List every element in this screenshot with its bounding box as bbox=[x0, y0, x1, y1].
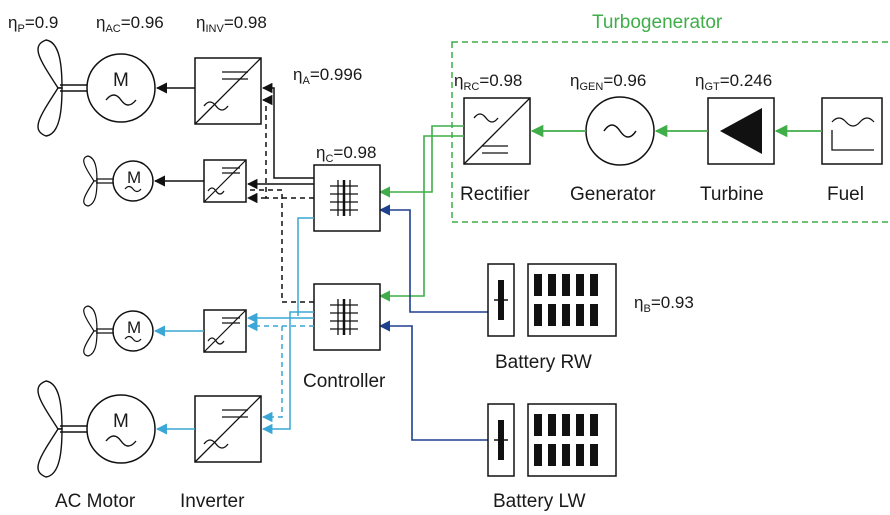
controller-2-block bbox=[313, 283, 381, 351]
svg-text:ηGEN=0.96: ηGEN=0.96 bbox=[570, 71, 646, 93]
controller1-cross-blue-line bbox=[297, 217, 314, 316]
ac-motor-label: AC Motor bbox=[55, 491, 136, 512]
controller2-cross-black-dashed bbox=[248, 189, 314, 303]
eta-cable-label: ηA=0.996 bbox=[293, 65, 362, 87]
eta-turbine-label: ηGT=0.246 bbox=[695, 71, 772, 93]
propeller-2 bbox=[83, 155, 113, 207]
controller2-to-inverter4-line bbox=[261, 311, 314, 435]
battery-rw-block bbox=[487, 263, 617, 337]
svg-text:ηP=0.9: ηP=0.9 bbox=[8, 13, 58, 35]
motor-4 bbox=[86, 394, 156, 464]
propeller-1 bbox=[37, 39, 87, 137]
svg-text:ηGT=0.246: ηGT=0.246 bbox=[695, 71, 772, 93]
svg-text:ηAC=0.96: ηAC=0.96 bbox=[96, 13, 164, 35]
svg-text:ηA=0.996: ηA=0.996 bbox=[293, 65, 362, 87]
rectifier-to-controller2-line bbox=[378, 135, 464, 302]
controller2-to-inverter4-dashed bbox=[261, 326, 283, 423]
fuel-block bbox=[821, 97, 883, 165]
motor-2 bbox=[112, 160, 154, 202]
turbine-label: Turbine bbox=[700, 184, 764, 205]
inverter-2-block bbox=[203, 159, 247, 203]
rectifier-label: Rectifier bbox=[460, 184, 530, 205]
inverter-4-block bbox=[194, 395, 262, 463]
eta-propeller-label: ηP=0.9 bbox=[8, 13, 58, 35]
motor-1 bbox=[86, 53, 156, 123]
battery-lw-to-controller2-line bbox=[378, 320, 488, 441]
propeller-3 bbox=[83, 305, 113, 357]
battery-lw-block bbox=[487, 403, 617, 477]
rectifier-to-controller1-line bbox=[378, 125, 464, 198]
turbogenerator-enclosure bbox=[451, 41, 890, 223]
motor-3 bbox=[112, 310, 154, 352]
controller1-to-inverters-dashed bbox=[261, 94, 314, 199]
battery-rw-to-controller1-line bbox=[378, 204, 488, 313]
motor-3-symbol: M bbox=[127, 318, 141, 337]
motor-1-symbol: M bbox=[113, 70, 129, 91]
generator-label: Generator bbox=[570, 184, 656, 205]
eta-rectifier-label: ηRC=0.98 bbox=[454, 71, 522, 93]
inverter-1-block bbox=[194, 57, 262, 125]
eta-symbol: η bbox=[8, 13, 17, 32]
svg-text:ηINV=0.98: ηINV=0.98 bbox=[196, 13, 267, 35]
svg-text:ηRC=0.98: ηRC=0.98 bbox=[454, 71, 522, 93]
battery-rw-label: Battery RW bbox=[495, 352, 592, 373]
eta-generator-label: ηGEN=0.96 bbox=[570, 71, 646, 93]
inverter-label: Inverter bbox=[180, 491, 245, 512]
svg-text:ηC=0.98: ηC=0.98 bbox=[316, 143, 376, 165]
generator-block bbox=[585, 96, 655, 166]
controller1-to-inverter1-line bbox=[261, 82, 314, 179]
rectifier-block bbox=[463, 97, 531, 165]
propeller-4 bbox=[37, 380, 87, 478]
svg-text:ηB=0.93: ηB=0.93 bbox=[634, 293, 694, 315]
battery-lw-label: Battery LW bbox=[493, 491, 586, 512]
eta-inverter-label: ηINV=0.98 bbox=[196, 13, 267, 35]
turbine-block bbox=[707, 97, 775, 165]
inverter-3-block bbox=[203, 309, 247, 353]
eta-controller-label: ηC=0.98 bbox=[316, 143, 376, 165]
motor-2-symbol: M bbox=[127, 168, 141, 187]
motor-4-symbol: M bbox=[113, 411, 129, 432]
eta-battery-label: ηB=0.93 bbox=[634, 293, 694, 315]
controller-1-block bbox=[313, 164, 381, 232]
eta-ac-motor-label: ηAC=0.96 bbox=[96, 13, 164, 35]
controller-label: Controller bbox=[303, 371, 386, 392]
turbogenerator-label: Turbogenerator bbox=[592, 12, 723, 33]
fuel-label: Fuel bbox=[827, 184, 864, 205]
